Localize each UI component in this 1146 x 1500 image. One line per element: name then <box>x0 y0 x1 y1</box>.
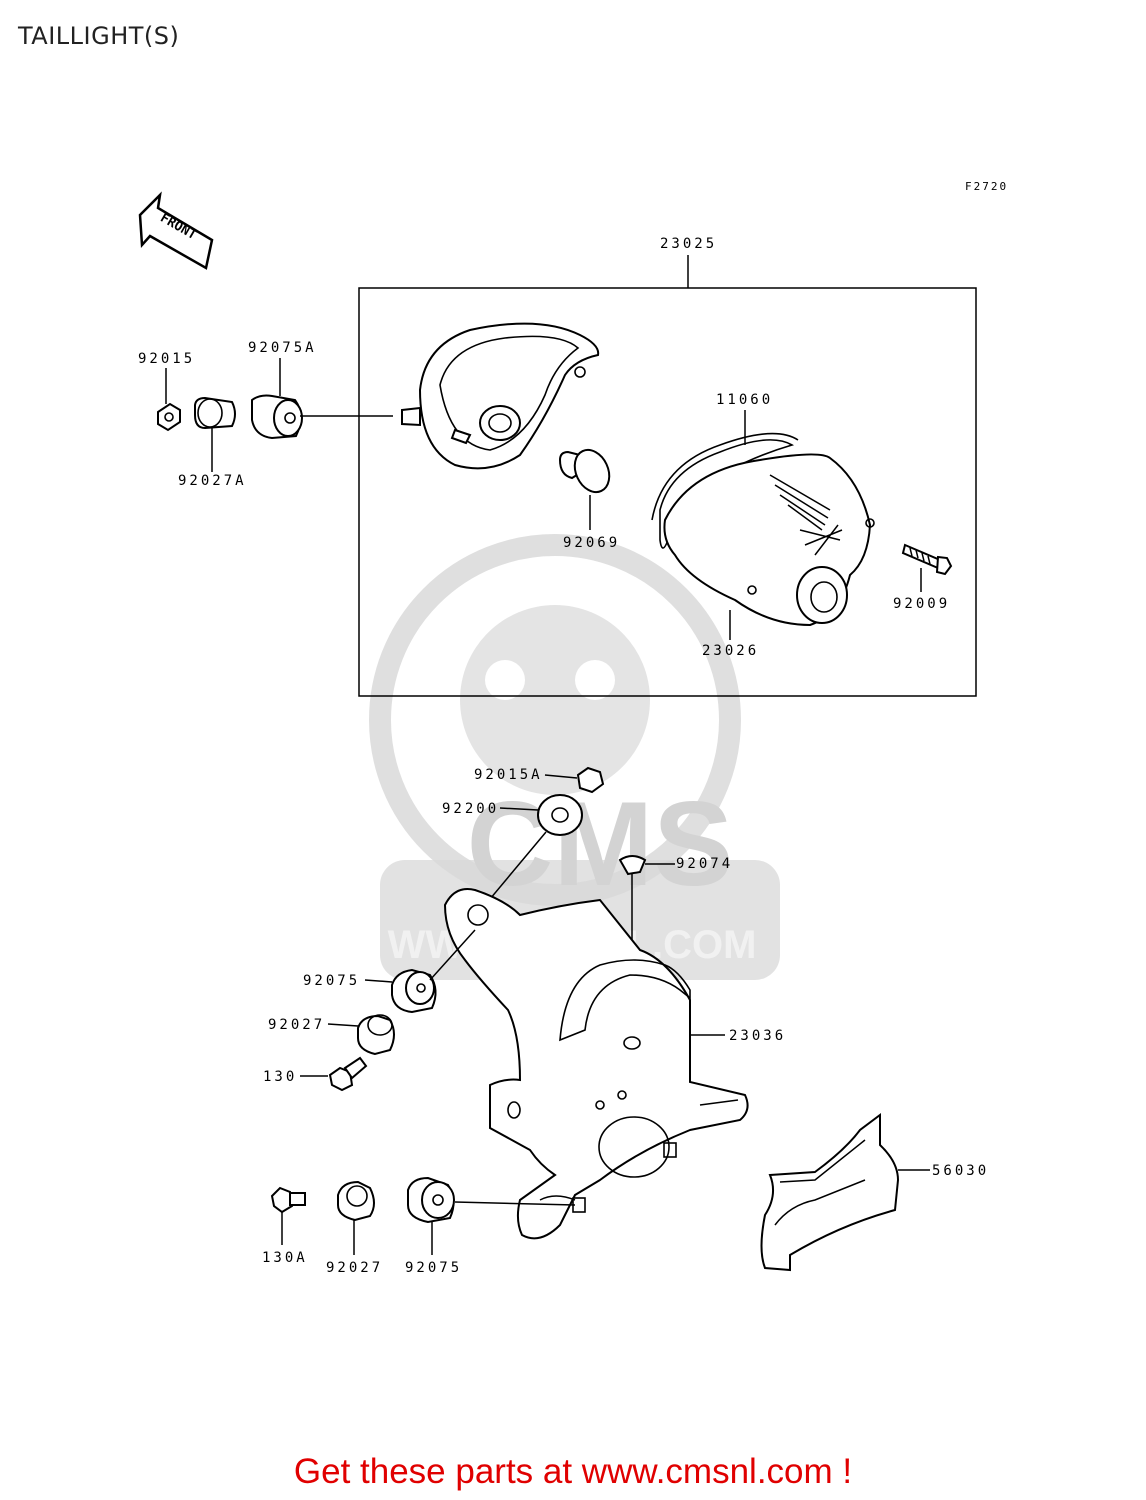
bulb-92069 <box>558 448 611 494</box>
front-arrow-icon: FRONT <box>138 191 214 270</box>
screw-92009 <box>901 543 953 576</box>
part-label-92200: 92200 <box>442 801 499 817</box>
lamp-housing <box>401 322 600 470</box>
page-title: TAILLIGHT(S) <box>18 22 180 50</box>
part-label-92027-upper: 92027 <box>268 1017 325 1033</box>
nut-92015A <box>576 766 605 794</box>
part-label-92027A: 92027A <box>178 473 247 489</box>
cover-56030 <box>760 1113 900 1272</box>
watermark: CMS WWW.CMSNL.COM <box>369 534 780 980</box>
collar-92027-lower <box>337 1180 375 1222</box>
collar-92027-upper <box>357 1014 395 1056</box>
lens-23026 <box>663 453 875 627</box>
part-label-23036: 23036 <box>729 1028 786 1044</box>
part-label-23026: 23026 <box>702 643 759 659</box>
part-label-23025: 23025 <box>660 236 717 252</box>
part-label-92069: 92069 <box>563 535 620 551</box>
part-label-130: 130 <box>263 1069 297 1085</box>
grommet-92075-lower <box>407 1176 455 1224</box>
collar-92027A <box>194 396 236 430</box>
grommet-92075-upper <box>391 968 437 1014</box>
bolt-130A <box>270 1186 306 1214</box>
bracket-23036 <box>443 888 749 1240</box>
part-label-92015: 92015 <box>138 351 195 367</box>
part-label-92027-lower: 92027 <box>326 1260 383 1276</box>
washer-92200 <box>537 794 583 836</box>
part-label-92075A: 92075A <box>248 340 317 356</box>
figure-code: F2720 <box>965 180 1008 193</box>
plug-92074 <box>618 855 647 876</box>
part-label-130A: 130A <box>262 1250 308 1266</box>
footer-promo-link[interactable]: Get these parts at www.cmsnl.com ! <box>293 1452 853 1491</box>
part-label-92015A: 92015A <box>474 767 543 783</box>
nut-92015 <box>157 402 181 432</box>
part-label-92009: 92009 <box>893 596 950 612</box>
bolt-130 <box>328 1056 368 1092</box>
part-label-56030: 56030 <box>932 1163 989 1179</box>
part-label-92075-upper: 92075 <box>303 973 360 989</box>
part-label-92075-lower: 92075 <box>405 1260 462 1276</box>
taillight-assembly-box <box>358 287 977 697</box>
grommet-92075A <box>251 394 303 440</box>
part-label-11060: 11060 <box>716 392 773 408</box>
part-label-92074: 92074 <box>676 856 733 872</box>
watermark-brand: CMS <box>467 777 734 911</box>
